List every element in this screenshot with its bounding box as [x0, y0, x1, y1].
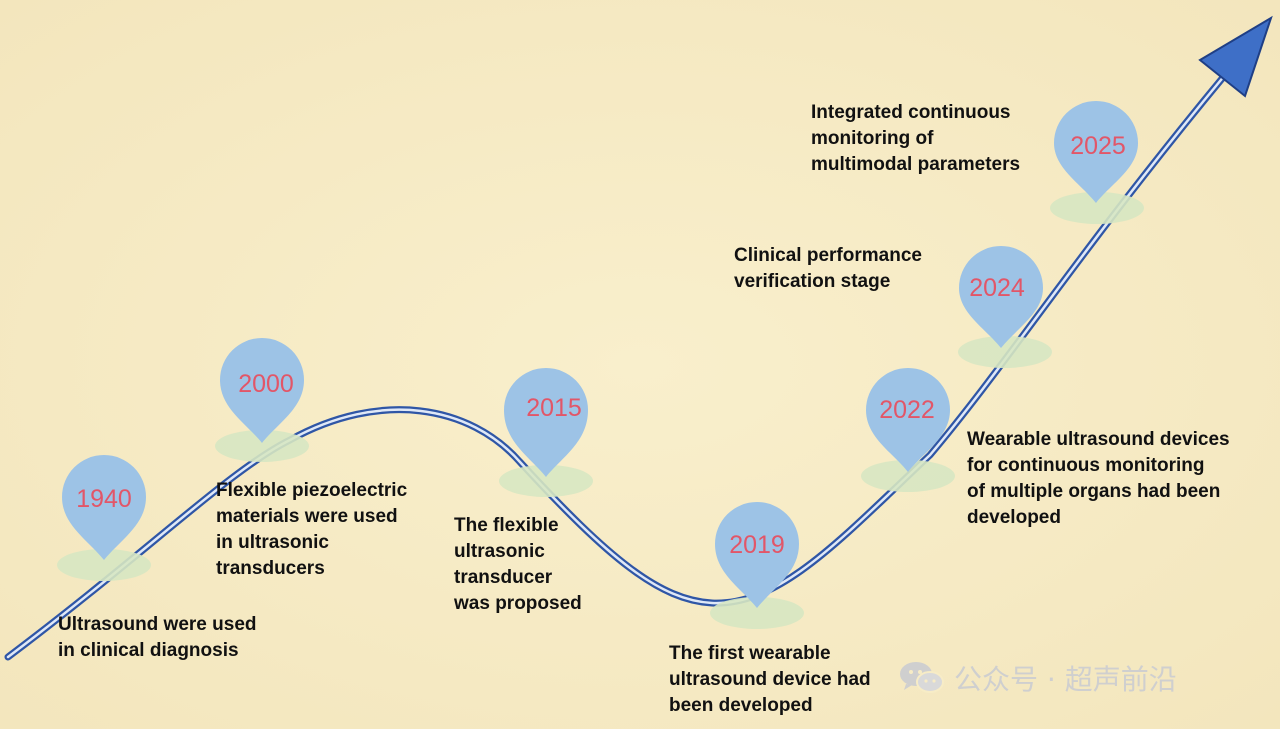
- watermark: 公众号 · 超声前沿: [898, 660, 1177, 696]
- map-pin-icon-2024: [959, 246, 1043, 348]
- pin-base-1940: [57, 549, 151, 581]
- map-pin-icon-2025: [1054, 101, 1138, 203]
- milestone-text-1940: Ultrasound were used in clinical diagnos…: [58, 614, 257, 661]
- milestone-text-2019: The first wearable ultrasound device had…: [669, 643, 871, 716]
- map-pins: [62, 101, 1138, 608]
- year-2019: 2019: [729, 531, 785, 559]
- year-2000: 2000: [238, 370, 294, 398]
- milestone-text-2025: Integrated continuous monitoring of mult…: [811, 102, 1021, 175]
- milestone-text-2024: Clinical performance verification stage: [734, 245, 922, 292]
- pin-base-2000: [215, 430, 309, 462]
- year-2025: 2025: [1070, 132, 1126, 160]
- wechat-icon: [900, 662, 944, 693]
- pin-base-2022: [861, 460, 955, 492]
- pin-base-2025: [1050, 192, 1144, 224]
- milestone-text-2015: The flexible ultrasonic transducer was p…: [454, 515, 582, 614]
- year-2024: 2024: [969, 274, 1025, 302]
- map-pin-icon-2015: [504, 368, 588, 477]
- pin-base-2019: [710, 597, 804, 629]
- map-pin-icon-2022: [866, 368, 950, 472]
- watermark-text: 公众号 · 超声前沿: [954, 663, 1177, 696]
- year-2015: 2015: [526, 394, 582, 422]
- arrow-head-icon: [1198, 15, 1273, 98]
- map-pin-icon-1940: [62, 455, 146, 560]
- pin-bases: [57, 192, 1144, 629]
- milestone-text-2022: Wearable ultrasound devices for continuo…: [967, 429, 1230, 528]
- pin-base-2024: [958, 336, 1052, 368]
- pin-base-2015: [499, 465, 593, 497]
- year-1940: 1940: [76, 485, 132, 513]
- milestone-text-2000: Flexible piezoelectric materials were us…: [216, 480, 408, 579]
- year-2022: 2022: [879, 396, 935, 424]
- map-pin-icon-2000: [220, 338, 304, 443]
- map-pin-icon-2019: [715, 502, 799, 608]
